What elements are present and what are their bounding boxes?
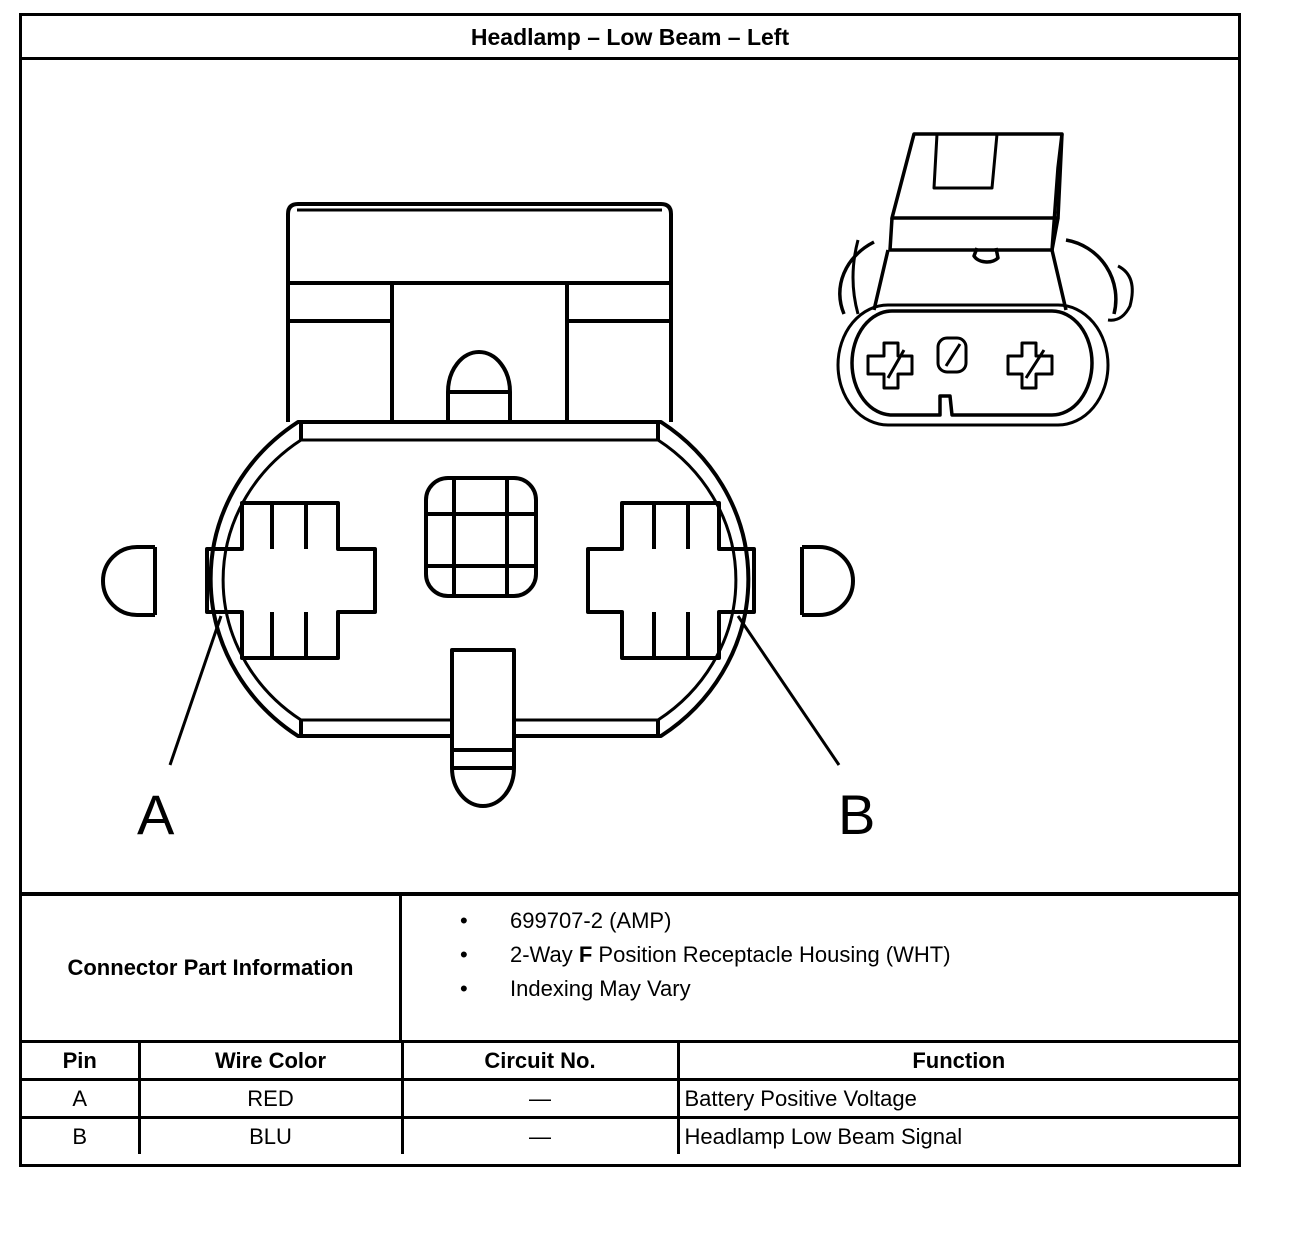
- bottom-key: [450, 648, 516, 808]
- cell-pin: A: [22, 1078, 141, 1119]
- cell-function: Battery Positive Voltage: [676, 1078, 1238, 1119]
- cell-wire-color: RED: [137, 1078, 404, 1119]
- header-pin: Pin: [22, 1043, 141, 1081]
- leader-line-a: [168, 615, 223, 766]
- part-info-item: • Indexing May Vary: [402, 972, 951, 1006]
- housing-gender: F: [578, 942, 593, 967]
- cell-circuit: —: [400, 1078, 680, 1119]
- header-circuit: Circuit No.: [400, 1043, 680, 1081]
- header-function: Function: [676, 1043, 1238, 1081]
- pin-table: Pin Wire Color Circuit No. Function A RE…: [22, 1043, 1238, 1154]
- pin-label-b: B: [838, 783, 875, 846]
- index-key: [424, 476, 538, 598]
- table-row: B BLU — Headlamp Low Beam Signal: [22, 1116, 1238, 1154]
- cell-function: Headlamp Low Beam Signal: [676, 1116, 1238, 1154]
- terminal-b: [586, 501, 756, 660]
- part-number: 699707-2 (AMP): [510, 908, 672, 933]
- cell-wire-color: BLU: [137, 1116, 404, 1154]
- connector-drawing: A B: [22, 60, 1238, 892]
- connector-sheet: Headlamp – Low Beam – Left: [19, 13, 1241, 1167]
- part-info-item: • 2-Way F Position Receptacle Housing (W…: [402, 938, 951, 972]
- bullet-icon: •: [460, 942, 468, 967]
- cell-pin: B: [22, 1116, 141, 1154]
- housing-prefix: 2-Way: [510, 942, 579, 967]
- housing-suffix: Position Receptacle Housing (WHT): [592, 942, 951, 967]
- bullet-icon: •: [460, 908, 468, 933]
- page-title: Headlamp – Low Beam – Left: [22, 16, 1238, 60]
- lock-tab: [286, 202, 673, 422]
- cell-circuit: —: [400, 1116, 680, 1154]
- part-info-item: • 699707-2 (AMP): [402, 904, 951, 938]
- connector-face-view: A B: [101, 132, 1134, 846]
- leader-line-b: [736, 615, 841, 766]
- pin-table-header: Pin Wire Color Circuit No. Function: [22, 1043, 1238, 1081]
- terminal-a: [205, 501, 377, 660]
- table-row: A RED — Battery Positive Voltage: [22, 1078, 1238, 1119]
- header-wire-color: Wire Color: [137, 1043, 404, 1081]
- connector-part-info-label: Connector Part Information: [22, 896, 402, 1040]
- indexing-note: Indexing May Vary: [510, 976, 691, 1001]
- connector-part-info: Connector Part Information • 699707-2 (A…: [22, 892, 1238, 1043]
- connector-isometric-sketch: [836, 132, 1134, 427]
- connector-part-info-list: • 699707-2 (AMP) • 2-Way F Position Rece…: [402, 904, 951, 1006]
- pin-label-a: A: [137, 783, 175, 846]
- connector-body: [101, 420, 855, 738]
- bullet-icon: •: [460, 976, 468, 1001]
